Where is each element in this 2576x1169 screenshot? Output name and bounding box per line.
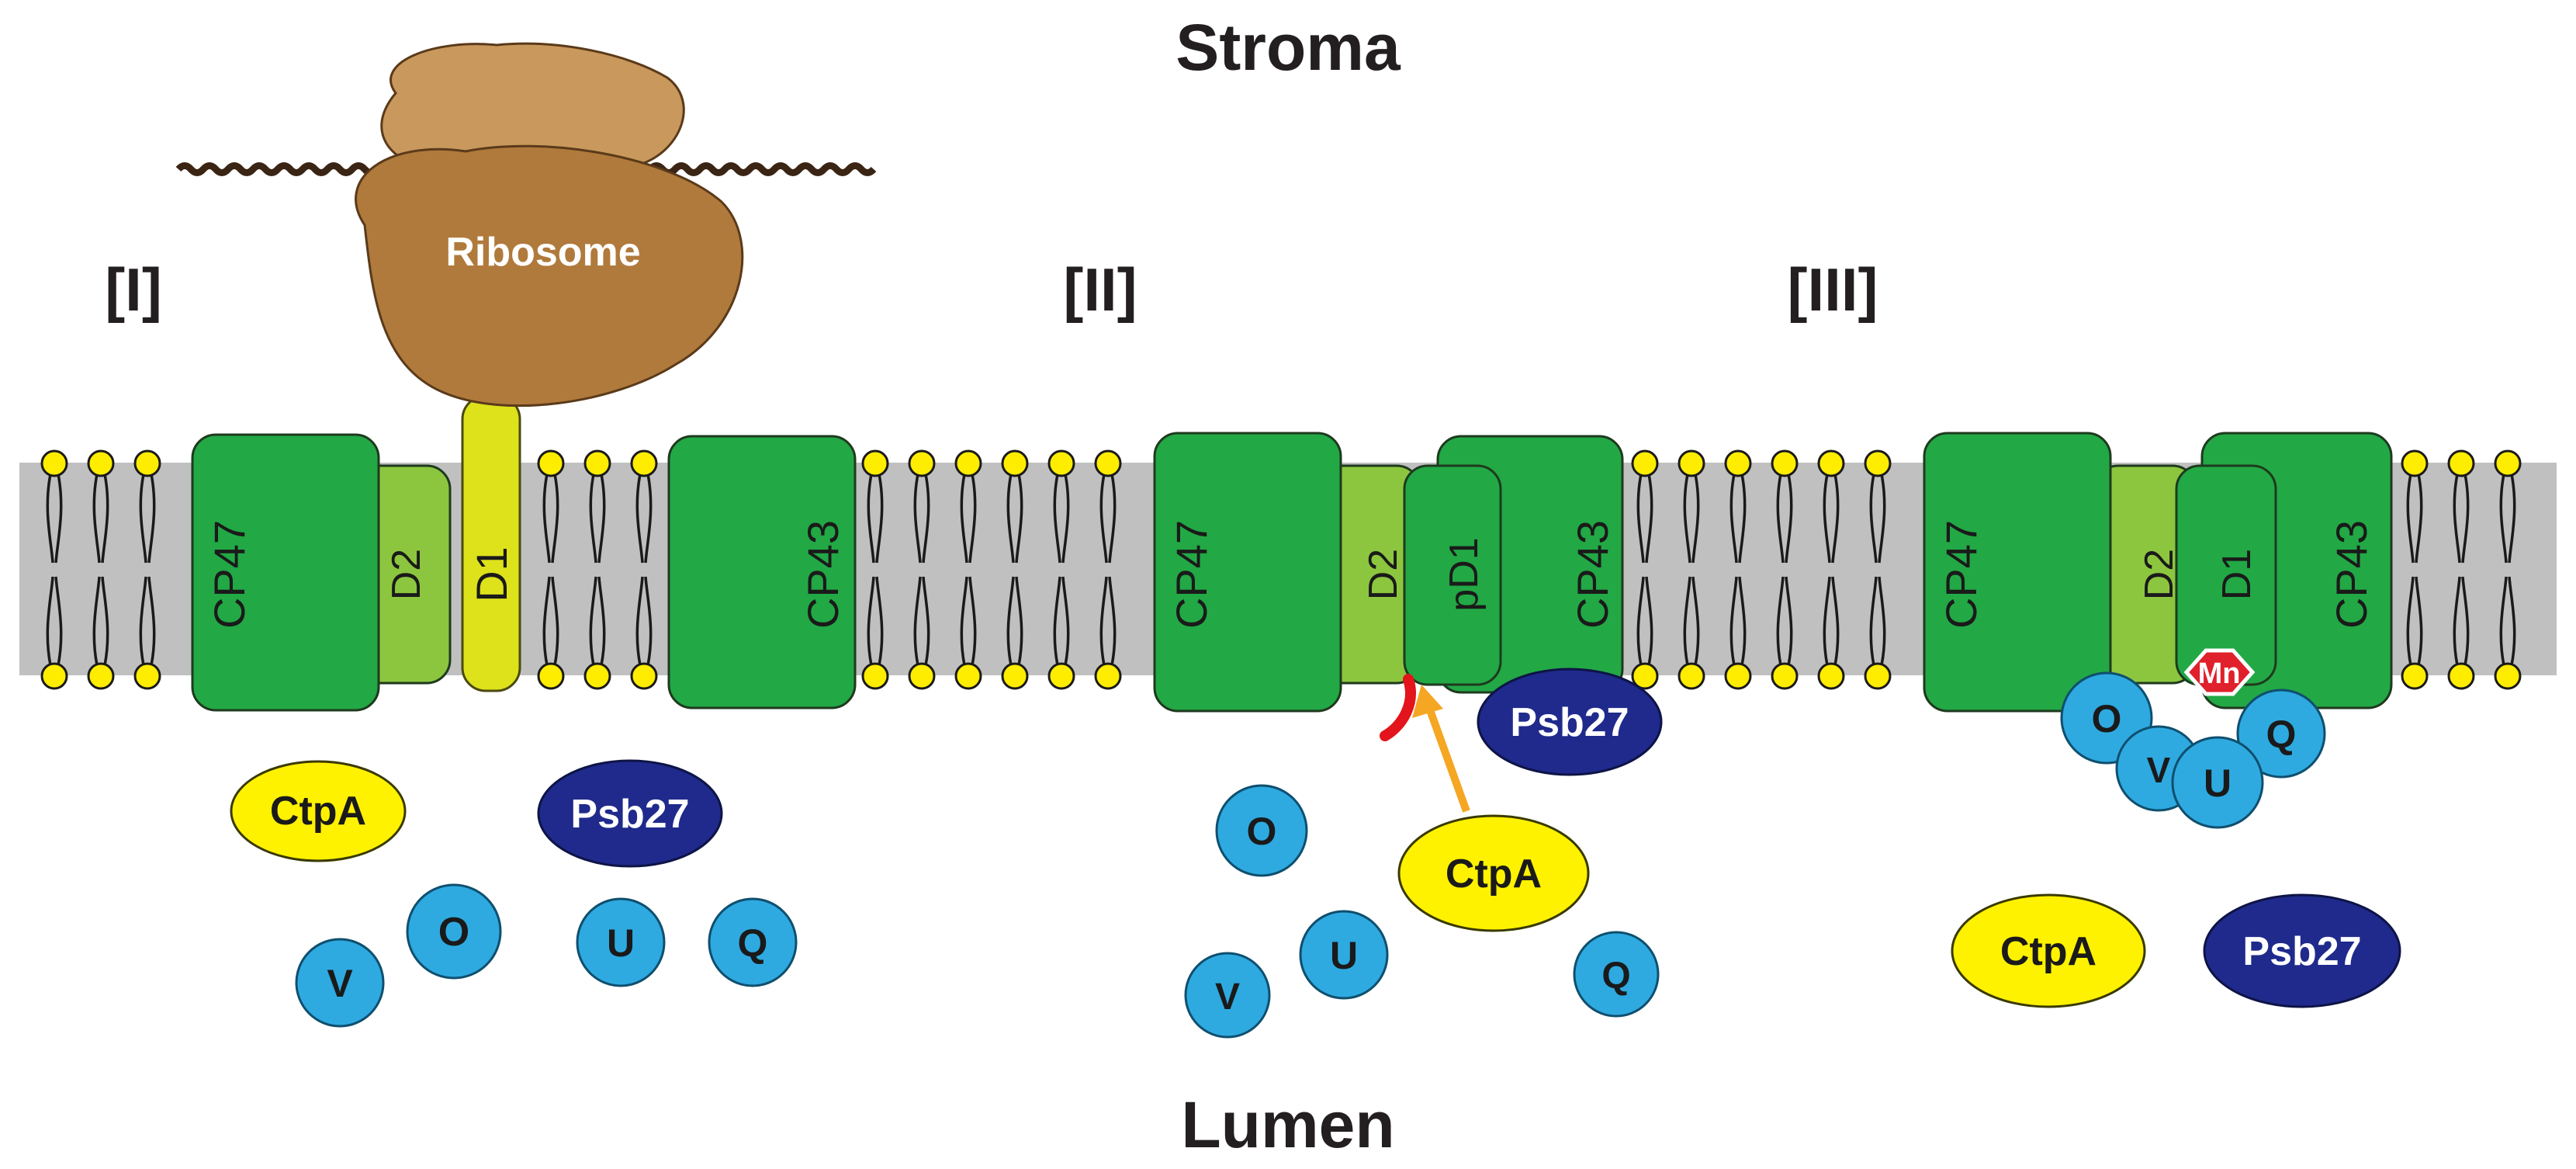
- psbo-free-stage1-label: O: [438, 910, 469, 955]
- ctpa-cleavage-arrow: [1425, 706, 1470, 813]
- psbu-free-stage2[interactable]: [1299, 910, 1389, 1000]
- cp47-subunit-stage1[interactable]: [191, 433, 380, 712]
- lipid-molecule: [40, 449, 68, 690]
- cp47-subunit-stage2[interactable]: [1153, 432, 1342, 713]
- psbu-bound-stage3[interactable]: [2171, 736, 2264, 829]
- d2-label-stage2: D2: [1361, 549, 1406, 600]
- psbu-free-stage2-label: U: [1330, 934, 1358, 977]
- psbu-free-stage1-label: U: [607, 921, 635, 965]
- cp47-label-stage1: CP47: [205, 520, 254, 629]
- d2-label-stage1: D2: [384, 549, 429, 600]
- mn-label: Mn: [2198, 657, 2241, 690]
- ctpa-free-stage2[interactable]: [1397, 814, 1590, 932]
- lipid-bilayer: [40, 449, 2522, 690]
- mn-cluster-icon: [2183, 648, 2256, 696]
- lipid-molecule: [1094, 449, 1122, 690]
- psbv-bound-label: V: [2147, 750, 2171, 790]
- ribosome-label: Ribosome: [445, 230, 640, 275]
- psb27-free-stage3[interactable]: [2203, 893, 2401, 1008]
- ctpa-cleavage-arrowhead: [1412, 685, 1443, 718]
- ctpa-free-stage1[interactable]: [230, 760, 407, 862]
- cp47-label-stage2: CP47: [1167, 520, 1216, 629]
- lipid-molecule: [87, 449, 115, 690]
- ribosome-large-subunit[interactable]: [355, 144, 744, 408]
- psbo-free-stage1[interactable]: [406, 883, 502, 980]
- lipid-molecule: [537, 449, 565, 690]
- d1-label-stage3: D1: [2214, 549, 2259, 600]
- cp43-subunit-stage1[interactable]: [667, 435, 857, 709]
- d2-label-stage3: D2: [2137, 549, 2182, 600]
- psb27-bound-label: Psb27: [1510, 700, 1629, 745]
- psbq-free-stage2-label: Q: [1601, 956, 1630, 997]
- lipid-molecule: [1724, 449, 1752, 690]
- lipid-molecule: [1864, 449, 1892, 690]
- lipid-molecule: [1678, 449, 1705, 690]
- psbo-free-stage2-label: O: [1247, 810, 1277, 853]
- lipid-molecule: [908, 449, 936, 690]
- c-terminal-extension-mark: [1380, 674, 1416, 741]
- ctpa-free-stage1-label: CtpA: [270, 789, 366, 834]
- lipid-molecule: [1771, 449, 1799, 690]
- cp47-label-stage3: CP47: [1937, 520, 1986, 629]
- lipid-molecule: [861, 449, 889, 690]
- psbv-free-stage2-label: V: [1215, 976, 1240, 1018]
- psbo-bound-label: O: [2092, 697, 2122, 741]
- cp43-label-stage2: CP43: [1568, 520, 1617, 629]
- d1-label-stage1: D1: [467, 546, 516, 602]
- ctpa-free-stage3-label: CtpA: [2000, 929, 2096, 974]
- cp43-label-stage1: CP43: [798, 520, 847, 629]
- psb27-free-stage1[interactable]: [537, 759, 723, 868]
- stage-label-2: [II]: [1063, 255, 1137, 324]
- stage-label-3: [III]: [1788, 255, 1878, 324]
- cp47-subunit-stage3[interactable]: [1923, 432, 2112, 713]
- pd1-subunit-stage2[interactable]: [1403, 464, 1502, 686]
- psb27-bound-stage2[interactable]: [1477, 668, 1663, 776]
- psb27-free-stage1-label: Psb27: [570, 792, 689, 837]
- lumen-label: Lumen: [1181, 1088, 1394, 1161]
- d1-nascent-chain[interactable]: [461, 394, 521, 692]
- lipid-molecule: [583, 449, 611, 690]
- ctpa-free-stage2-label: CtpA: [1446, 852, 1542, 897]
- psbq-free-stage2[interactable]: [1573, 931, 1660, 1018]
- psbv-free-stage1-label: V: [327, 962, 353, 1005]
- psbv-free-stage2[interactable]: [1184, 952, 1271, 1039]
- lipid-molecule: [630, 449, 658, 690]
- psbq-bound-stage3[interactable]: [2236, 689, 2326, 779]
- pd1-label-stage2: pD1: [1442, 537, 1487, 611]
- psbo-free-stage2[interactable]: [1215, 784, 1308, 877]
- psb27-free-stage3-label: Psb27: [2242, 929, 2361, 974]
- psbq-free-stage1[interactable]: [708, 897, 798, 987]
- lipid-molecule: [1631, 449, 1659, 690]
- lipid-molecule: [2401, 449, 2429, 690]
- cp43-label-stage3: CP43: [2327, 520, 2376, 629]
- lipid-molecule: [133, 449, 161, 690]
- psbq-free-stage1-label: Q: [738, 921, 768, 965]
- stroma-label: Stroma: [1175, 11, 1401, 84]
- lipid-molecule: [2447, 449, 2475, 690]
- lipid-molecule: [2494, 449, 2522, 690]
- ctpa-free-stage3[interactable]: [1951, 893, 2146, 1008]
- psbq-bound-label: Q: [2266, 713, 2297, 756]
- lipid-molecule: [954, 449, 982, 690]
- lipid-molecule: [1001, 449, 1029, 690]
- psbu-free-stage1[interactable]: [576, 897, 666, 987]
- psbv-free-stage1[interactable]: [295, 938, 385, 1028]
- stage-label-1: [I]: [105, 255, 162, 324]
- lipid-molecule: [1047, 449, 1075, 690]
- psbu-bound-label: U: [2204, 761, 2231, 805]
- lipid-molecule: [1817, 449, 1845, 690]
